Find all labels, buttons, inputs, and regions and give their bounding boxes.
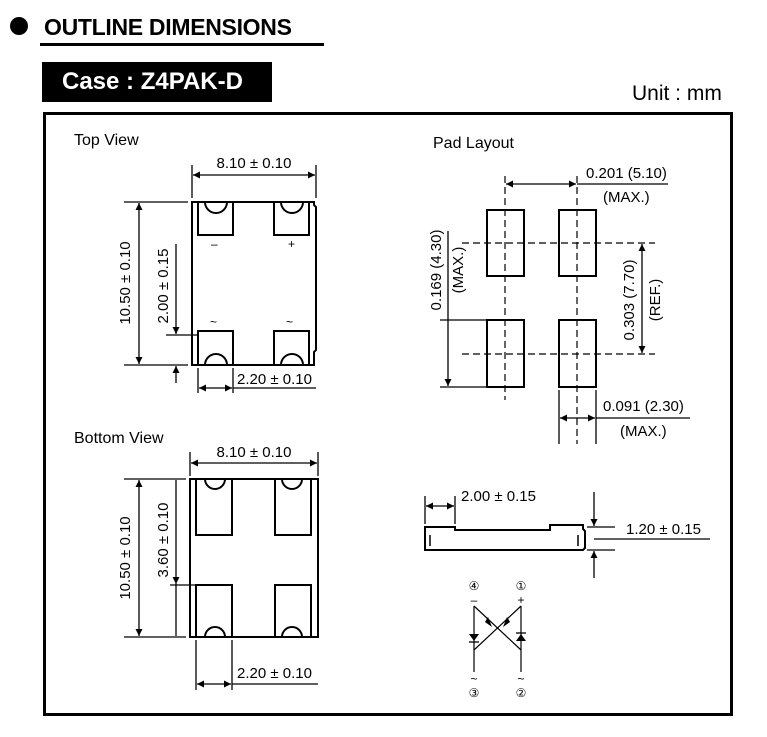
pin2-label: ② xyxy=(516,686,527,700)
pad-pitch-note: (REF.) xyxy=(647,279,664,322)
pad-height-note: (MAX.) xyxy=(450,247,467,294)
top-width-dim: 8.10 ± 0.10 xyxy=(217,155,292,172)
unit-label: Unit : mm xyxy=(632,82,722,105)
pin4-label: ④ xyxy=(469,579,480,593)
pad-layout-title: Pad Layout xyxy=(433,135,515,152)
side-lead-dim: 2.00 ± 0.15 xyxy=(461,488,536,505)
heading-bullet-icon xyxy=(10,17,28,35)
bottom-pad-len-dim: 3.60 ± 0.10 xyxy=(155,503,172,578)
pad-spacing-dim: 0.201 (5.10) xyxy=(586,165,667,182)
top-view-title: Top View xyxy=(74,132,139,149)
pad-width-dim: 0.091 (2.30) xyxy=(603,398,684,415)
bridge-schematic: ④ ① – + ~ ~ ③ ② xyxy=(469,579,527,700)
bottom-pad-br xyxy=(274,584,312,638)
drawing-frame xyxy=(43,112,733,716)
bottom-view: Bottom View 8.10 ± 0.10 10.50 ± 0.10 3.6… xyxy=(74,430,319,690)
case-label: Case : Z4PAK-D xyxy=(42,62,272,102)
pad-width-note: (MAX.) xyxy=(620,423,667,440)
bottom-pad-tr xyxy=(274,478,312,536)
pin1-label: ① xyxy=(516,579,527,593)
pin2-sign: ~ xyxy=(517,672,524,686)
pin3-label: ③ xyxy=(469,686,480,700)
heading-underline xyxy=(40,43,324,46)
side-thickness-dim: 1.20 ± 0.15 xyxy=(626,521,701,538)
side-view: 2.00 ± 0.15 1.20 ± 0.15 xyxy=(424,488,710,578)
top-pad-tr xyxy=(273,201,310,236)
pin4-sign: – xyxy=(471,593,478,607)
minus-mark: – xyxy=(211,237,218,251)
pad-layout: Pad Layout 0.201 (5.10) (MAX.) 0.169 (4.… xyxy=(428,135,690,444)
bottom-width-dim: 8.10 ± 0.10 xyxy=(217,444,292,461)
top-view: Top View – + ~ ~ 8.10 ± 0.10 10.50 ± 0.1… xyxy=(74,132,317,393)
bottom-pad-bl xyxy=(195,584,233,638)
top-height-dim: 10.50 ± 0.10 xyxy=(117,241,134,324)
bottom-view-body xyxy=(189,478,319,638)
pin1-sign: + xyxy=(517,593,524,607)
bottom-pad-tl xyxy=(195,478,233,536)
top-pad-bl xyxy=(197,330,234,366)
ac-mark-left: ~ xyxy=(210,315,217,329)
section-heading: OUTLINE DIMENSIONS xyxy=(44,14,292,40)
pin3-sign: ~ xyxy=(470,672,477,686)
plus-mark: + xyxy=(288,237,295,251)
bottom-view-title: Bottom View xyxy=(74,430,164,447)
top-pad-width-dim: 2.20 ± 0.10 xyxy=(237,371,312,388)
pad-height-dim: 0.169 (4.30) xyxy=(428,230,445,311)
pad-spacing-note: (MAX.) xyxy=(603,189,650,206)
top-view-body xyxy=(191,201,317,366)
bottom-pad-width-dim: 2.20 ± 0.10 xyxy=(237,665,312,682)
top-pad-br xyxy=(273,330,310,366)
top-pad-tl xyxy=(197,201,234,236)
pad-pitch-dim: 0.303 (7.70) xyxy=(621,260,638,341)
ac-mark-right: ~ xyxy=(286,315,293,329)
top-notch-dim: 2.00 ± 0.15 xyxy=(155,249,172,324)
bottom-height-dim: 10.50 ± 0.10 xyxy=(117,516,134,599)
